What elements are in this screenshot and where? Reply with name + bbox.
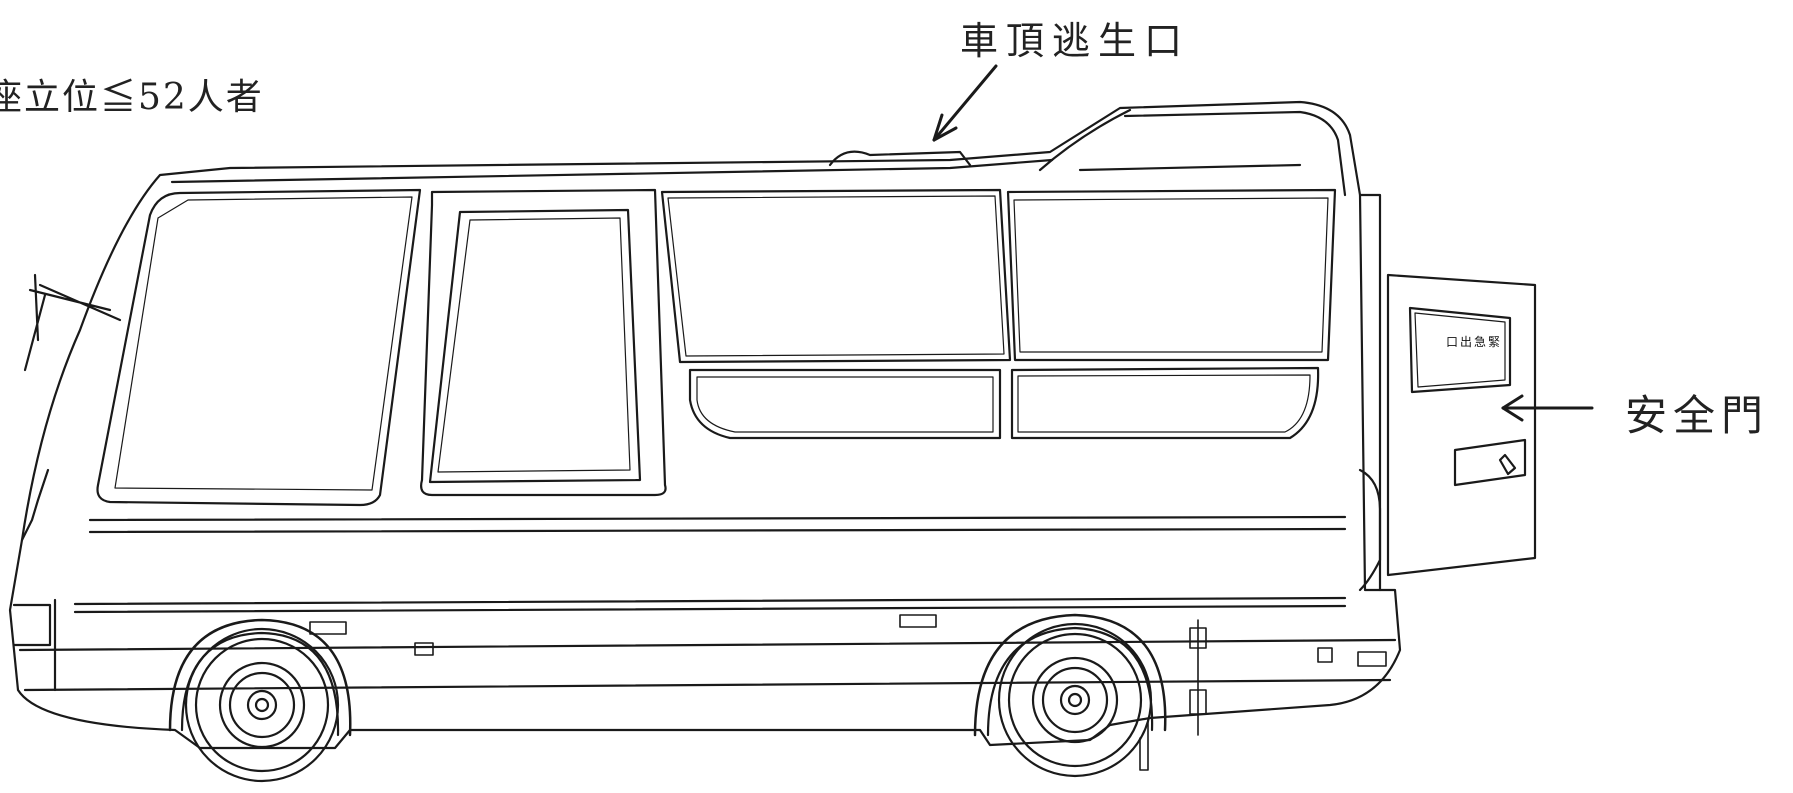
side-windows [660, 188, 1337, 440]
arrow-door-icon [1501, 394, 1594, 422]
seat-capacity-label: 座立位≦52人者 [0, 77, 264, 118]
arrow-roof-icon [932, 64, 998, 142]
emergency-exit-sign: 口出急緊 [1445, 335, 1502, 349]
door-handle [1453, 438, 1527, 487]
wiper [23, 273, 122, 372]
roof-hatch [828, 150, 972, 167]
rear-wheel [973, 613, 1167, 778]
safety-door [1358, 273, 1537, 592]
windshield [23, 188, 422, 507]
front-wheel [168, 618, 352, 783]
door-window [420, 188, 667, 497]
body-details [309, 614, 1387, 771]
roof-escape-label: 車頂逃生口 [960, 19, 1191, 63]
safety-door-label: 安全門 [1625, 391, 1770, 440]
